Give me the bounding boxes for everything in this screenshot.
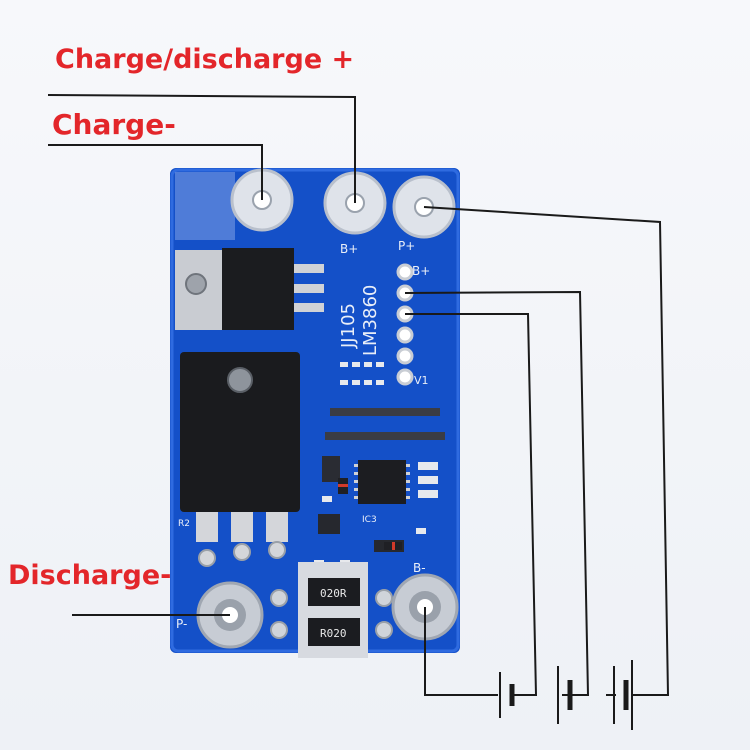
- mosfet-large: [180, 352, 300, 567]
- silk-p-plus: P+: [398, 239, 415, 253]
- silk-b-plus-header: B+: [412, 264, 430, 278]
- label-discharge-minus: Discharge-: [8, 560, 172, 591]
- wire-charge-discharge-plus: [47, 94, 356, 203]
- silk-b-plus-pad: B+: [340, 242, 358, 256]
- silk-chip-1: JJ105: [338, 303, 359, 349]
- annotation-wires: [47, 94, 670, 696]
- small-transistor: [175, 248, 324, 330]
- label-charge-discharge-plus: Charge/discharge +: [55, 44, 355, 75]
- header-pins: [396, 263, 414, 386]
- resistor-top-marking: 020R: [320, 587, 347, 600]
- resistor-bottom-marking: R020: [320, 627, 347, 640]
- battery-cells: [499, 660, 633, 730]
- wire-balance-2: [405, 313, 538, 696]
- smd-components: [314, 362, 445, 566]
- wire-b-minus-to-battery: [424, 607, 498, 696]
- silk-chip-2: LM3860: [360, 285, 381, 356]
- wire-charge-minus: [48, 144, 263, 200]
- shunt-resistors: [298, 562, 368, 658]
- silk-b-minus: B-: [413, 561, 426, 575]
- ic-chip: [354, 460, 410, 504]
- silk-p-minus: P-: [176, 617, 187, 631]
- label-charge-minus: Charge-: [52, 108, 176, 141]
- wire-p-plus-to-battery: [423, 206, 670, 696]
- silk-v1: V1: [414, 374, 429, 387]
- silk-r2: R2: [178, 519, 190, 529]
- silk-ic3: IC3: [362, 515, 377, 525]
- wire-balance-1: [404, 290, 590, 696]
